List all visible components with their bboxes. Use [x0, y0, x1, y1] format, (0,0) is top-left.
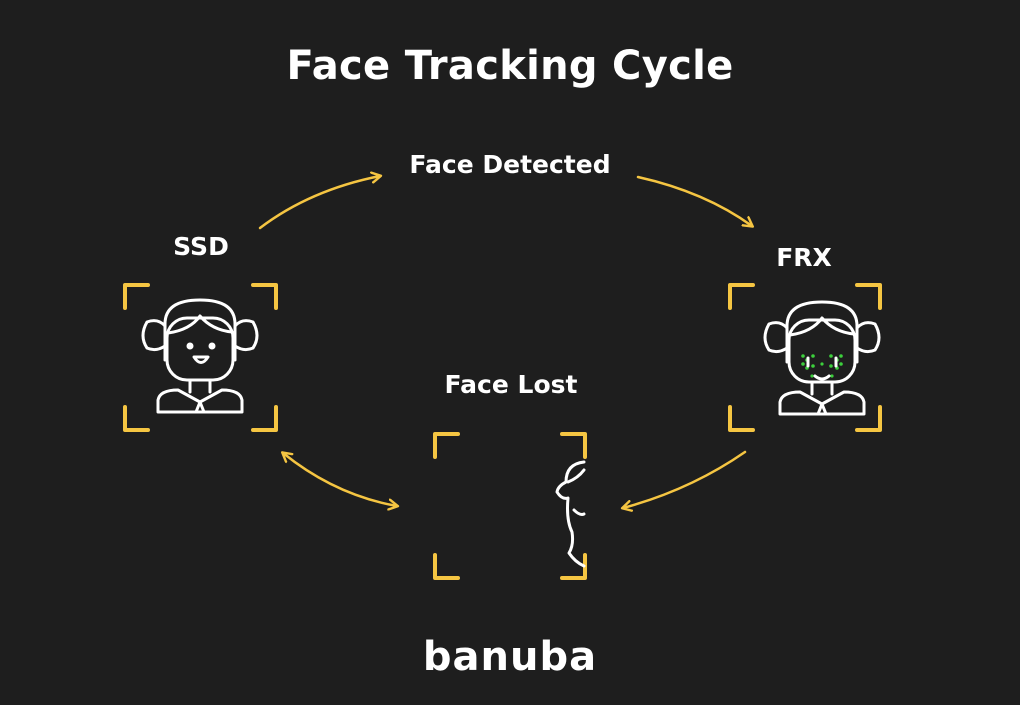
arrow-detected-to-frx	[636, 175, 752, 226]
ssd-label: SSD	[173, 232, 229, 261]
face-lost-partial-face-icon	[555, 460, 586, 568]
arrow-frx-to-lost	[623, 450, 747, 508]
diagram-title: Face Tracking Cycle	[286, 43, 734, 89]
ssd-face-icon	[141, 298, 259, 414]
frx-label: FRX	[776, 243, 832, 272]
face-detected-label: Face Detected	[409, 150, 611, 179]
frx-face-icon	[763, 300, 881, 416]
face-lost-label: Face Lost	[444, 370, 578, 399]
arrow-lost-ssd-bidirectional	[283, 453, 397, 506]
banuba-logo: banuba	[422, 634, 598, 680]
arrow-ssd-to-detected	[258, 176, 380, 230]
frx-eyes-mouth	[806, 356, 838, 381]
frx-viewfinder-frame	[728, 283, 882, 432]
face-lost-viewfinder-frame	[433, 432, 587, 580]
ssd-viewfinder-frame	[123, 283, 278, 432]
